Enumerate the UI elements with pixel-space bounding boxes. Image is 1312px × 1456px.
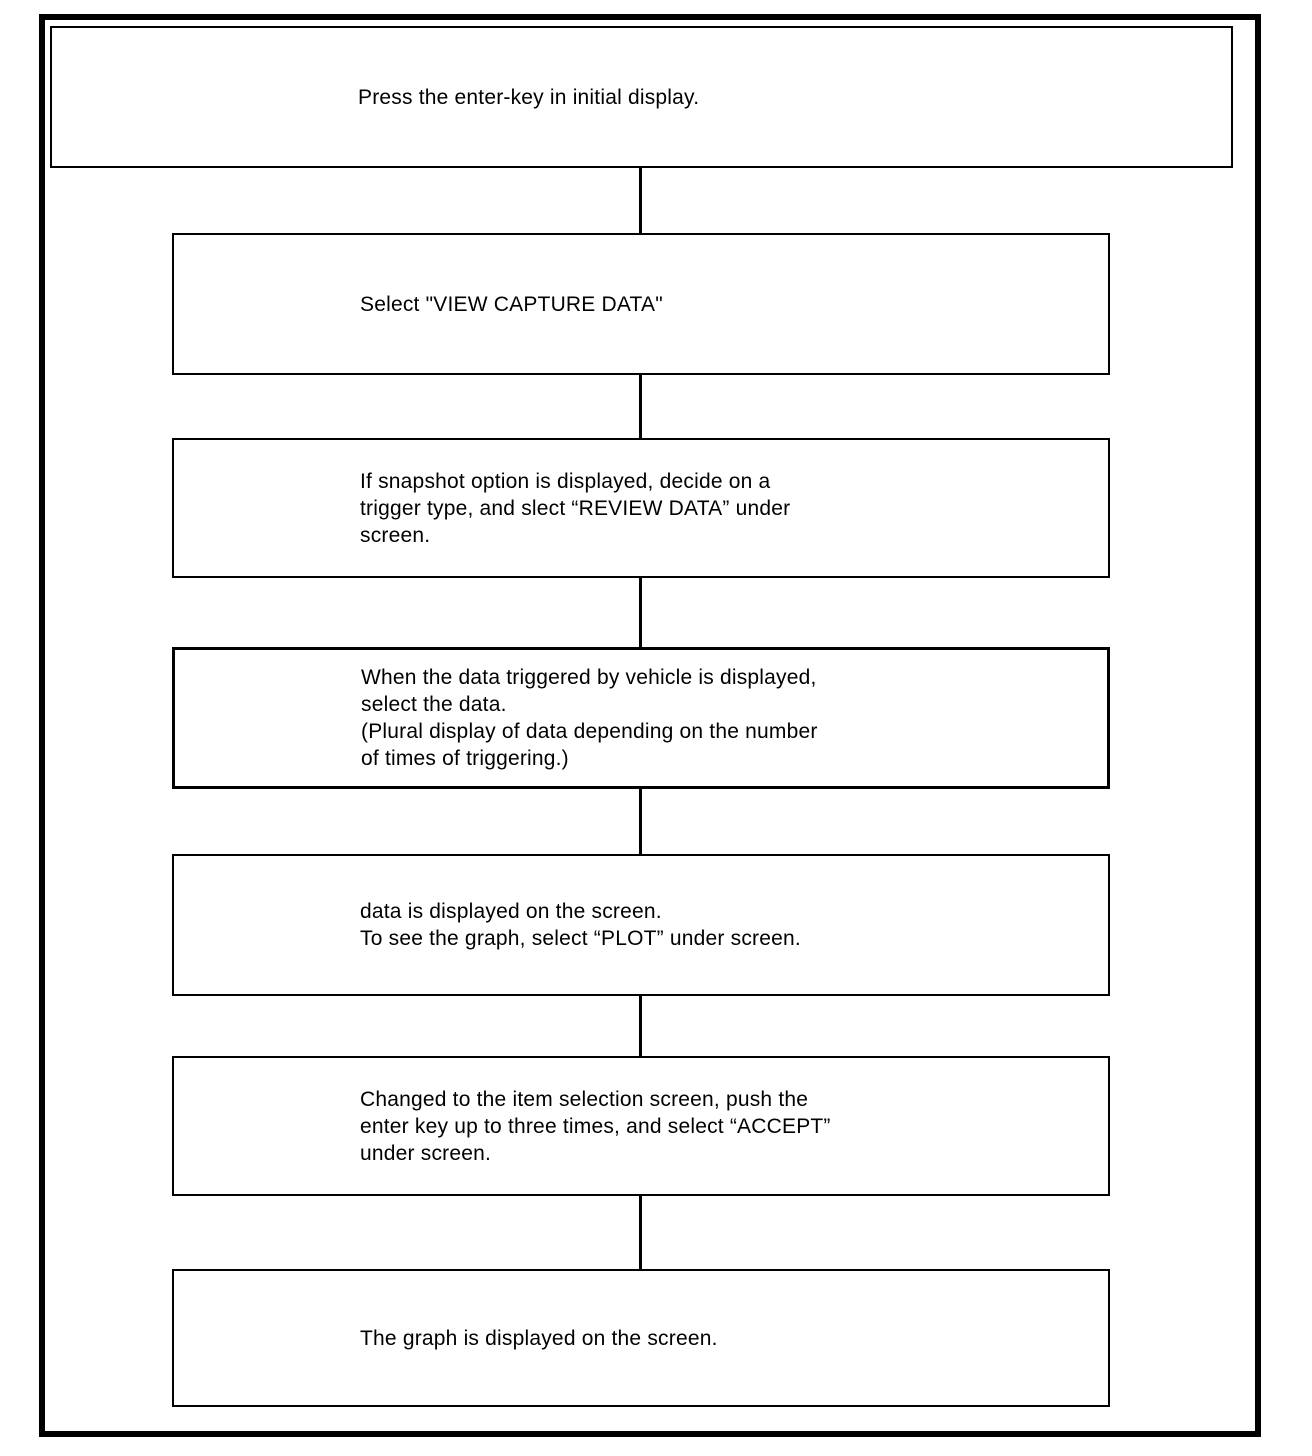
flow-step-text: data is displayed on the screen. To see … xyxy=(360,900,801,950)
flow-step-data-displayed-select-plot: data is displayed on the screen. To see … xyxy=(172,854,1110,996)
flow-step-text: The graph is displayed on the screen. xyxy=(360,1326,718,1350)
flow-step-select-triggered-data: When the data triggered by vehicle is di… xyxy=(172,647,1110,789)
page-border-frame xyxy=(39,14,1261,1437)
flow-step-text: When the data triggered by vehicle is di… xyxy=(361,666,818,770)
connector-line xyxy=(639,789,642,854)
flow-step-snapshot-option: If snapshot option is displayed, decide … xyxy=(172,438,1110,578)
connector-line xyxy=(639,375,642,438)
flow-step-graph-displayed: The graph is displayed on the screen. xyxy=(172,1269,1110,1407)
connector-line xyxy=(639,168,642,233)
flow-step-text: Select "VIEW CAPTURE DATA" xyxy=(360,292,663,316)
flow-step-item-selection-accept: Changed to the item selection screen, pu… xyxy=(172,1056,1110,1196)
flow-step-press-enter-key: Press the enter-key in initial display. xyxy=(50,26,1233,168)
flow-step-select-view-capture-data: Select "VIEW CAPTURE DATA" xyxy=(172,233,1110,375)
connector-line xyxy=(639,996,642,1056)
flow-step-text: If snapshot option is displayed, decide … xyxy=(360,469,791,547)
flow-step-text: Changed to the item selection screen, pu… xyxy=(360,1087,831,1165)
flow-step-text: Press the enter-key in initial display. xyxy=(358,85,700,109)
connector-line xyxy=(639,1196,642,1269)
connector-line xyxy=(639,578,642,647)
